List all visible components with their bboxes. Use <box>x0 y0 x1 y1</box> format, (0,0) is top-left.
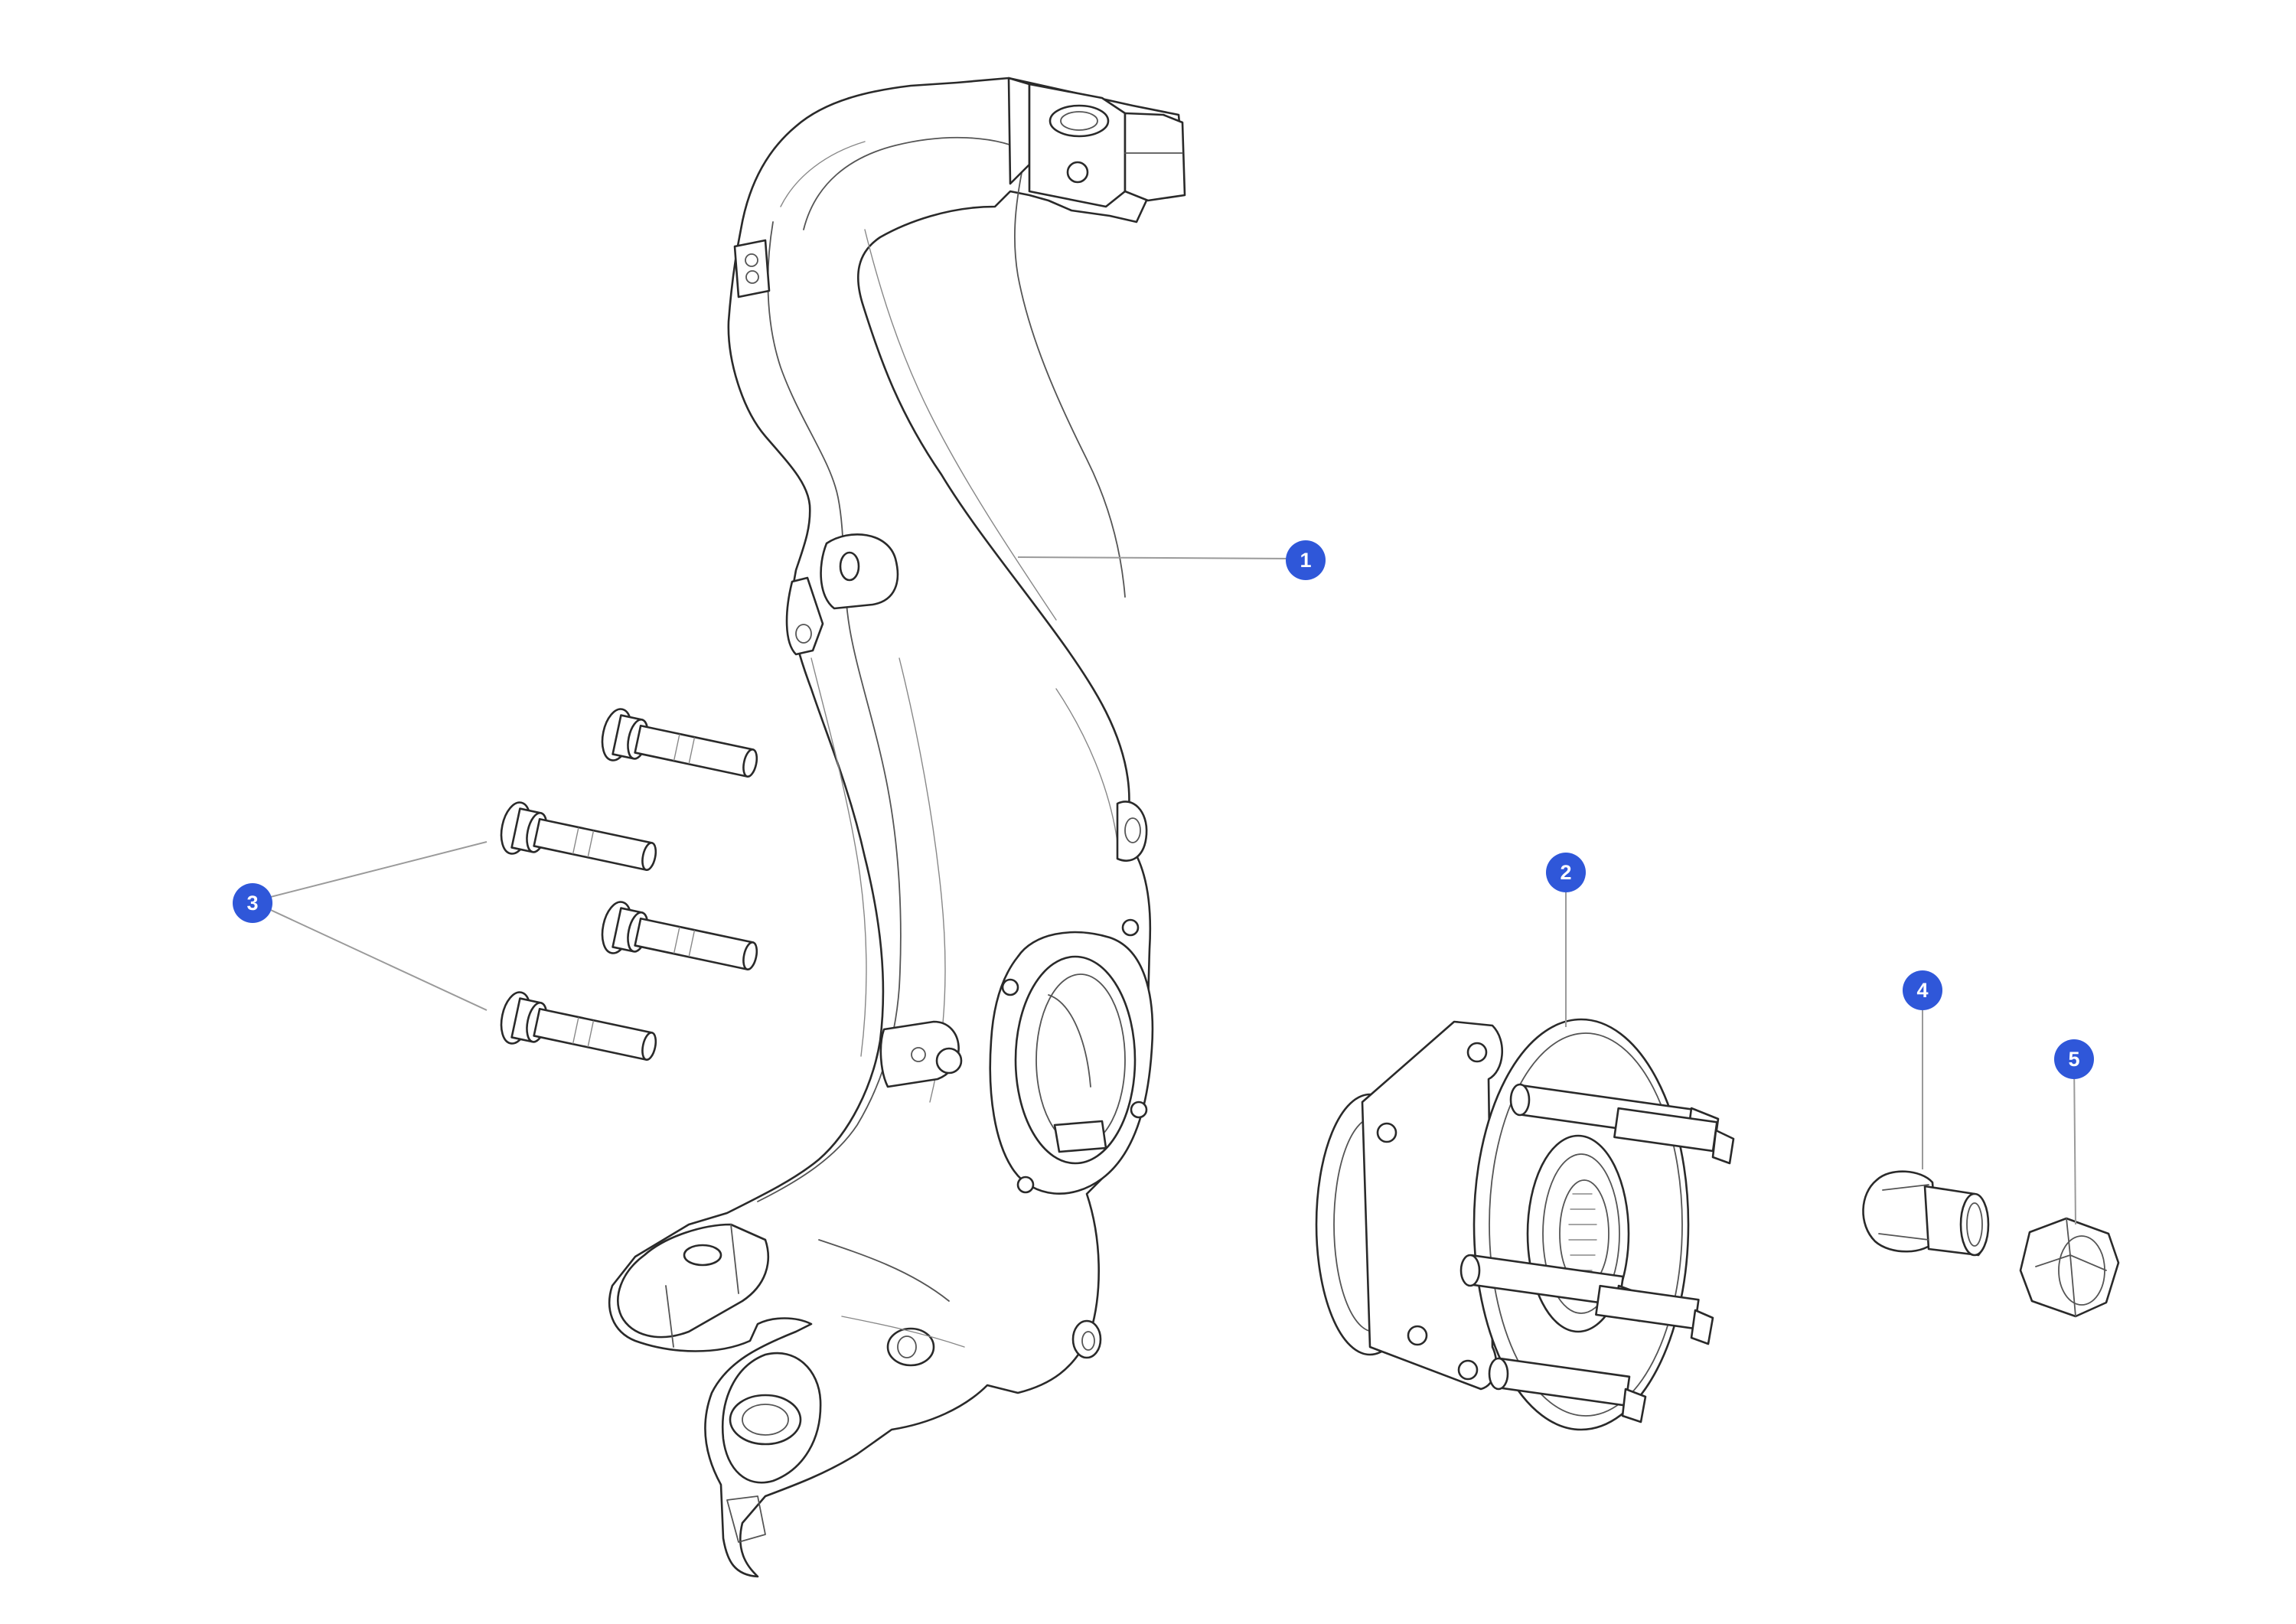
callout-label: 1 <box>1300 549 1311 572</box>
callout-3: 3 <box>233 883 272 923</box>
flange-bolt-icon <box>601 901 758 970</box>
wheel-hub-bearing-icon <box>1315 1018 1735 1431</box>
steering-knuckle-part <box>608 77 1186 1578</box>
callout-label: 2 <box>1560 861 1571 884</box>
callout-4: 4 <box>1903 970 1942 1010</box>
callout-5: 5 <box>2054 1039 2094 1079</box>
callout-label: 4 <box>1916 979 1928 1002</box>
callout-circle <box>1546 853 1586 892</box>
callout-label: 5 <box>2068 1048 2079 1071</box>
callout-label: 3 <box>246 892 258 915</box>
leader-line-1 <box>1017 556 1302 559</box>
flange-bolt-icon <box>500 991 657 1061</box>
callout-circle <box>233 883 272 923</box>
leader-line-3a <box>252 841 488 902</box>
callout-circle <box>1286 540 1326 580</box>
dust-cap-icon <box>2019 1217 2120 1318</box>
callout-circle <box>1903 970 1942 1010</box>
callout-2: 2 <box>1546 853 1586 892</box>
leader-line-3b <box>252 901 488 1011</box>
callout-1: 1 <box>1286 540 1326 580</box>
leader-line-5 <box>2073 1059 2076 1225</box>
axle-nut-icon <box>1862 1170 1990 1257</box>
leader-lines <box>252 556 2076 1225</box>
callout-circle <box>2054 1039 2094 1079</box>
flange-bolt-icon <box>500 801 657 871</box>
flange-bolt-icon <box>601 708 758 778</box>
